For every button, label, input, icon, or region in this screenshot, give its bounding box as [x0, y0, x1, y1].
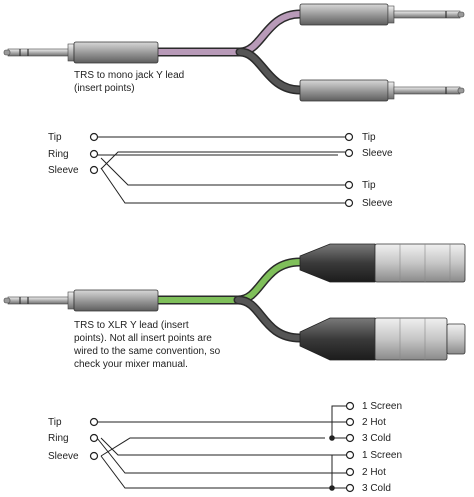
trs-jack-plug — [3, 41, 159, 64]
pin-label-right: 3 Cold — [362, 433, 391, 444]
xlr-female-connector — [299, 317, 466, 361]
mono-jack-plug-upper — [299, 3, 465, 26]
pin-label-right: 2 Hot — [362, 417, 386, 428]
wiring-junction-dots — [329, 435, 335, 491]
caption-line: (insert points) — [74, 83, 135, 94]
caption-trs-mono: TRS to mono jack Y lead (insert points) — [74, 70, 187, 94]
pin-label-left: Sleeve — [48, 165, 79, 176]
caption-line: wired to the same convention, so — [73, 346, 221, 357]
trs-jack-plug — [3, 289, 159, 312]
pin-label-left: Ring — [48, 433, 69, 444]
caption-trs-xlr: TRS to XLR Y lead (insert points). Not a… — [73, 320, 223, 370]
wiring-terminals-xlr — [89, 401, 355, 493]
mono-jack-plug-lower — [299, 79, 465, 102]
wiring-diagram-mono — [97, 136, 345, 204]
pin-label-right: 1 Screen — [362, 401, 402, 412]
trs-xlr-y-lead-illustration — [3, 243, 466, 361]
caption-line: check your mixer manual. — [74, 359, 188, 370]
pin-label-left: Tip — [48, 132, 62, 143]
trs-mono-y-lead-illustration — [3, 3, 465, 102]
pin-label-right: Tip — [362, 132, 376, 143]
wiring-terminals-mono — [89, 132, 354, 208]
caption-line: points). Not all insert points are — [74, 333, 212, 344]
pin-label-right: Sleeve — [362, 198, 393, 209]
pin-label-right: 3 Cold — [362, 483, 391, 494]
wiring-diagram-xlr — [96, 405, 347, 489]
pin-label-right: Tip — [362, 180, 376, 191]
caption-line: TRS to mono jack Y lead — [74, 70, 184, 81]
caption-line: TRS to XLR Y lead (insert — [74, 320, 189, 331]
pin-label-right: Sleeve — [362, 148, 393, 159]
pin-label-left: Sleeve — [48, 451, 79, 462]
pin-label-left: Ring — [48, 149, 69, 160]
pin-label-right: 1 Screen — [362, 450, 402, 461]
pin-label-left: Tip — [48, 417, 62, 428]
pin-label-right: 2 Hot — [362, 467, 386, 478]
xlr-male-connector — [299, 243, 466, 283]
